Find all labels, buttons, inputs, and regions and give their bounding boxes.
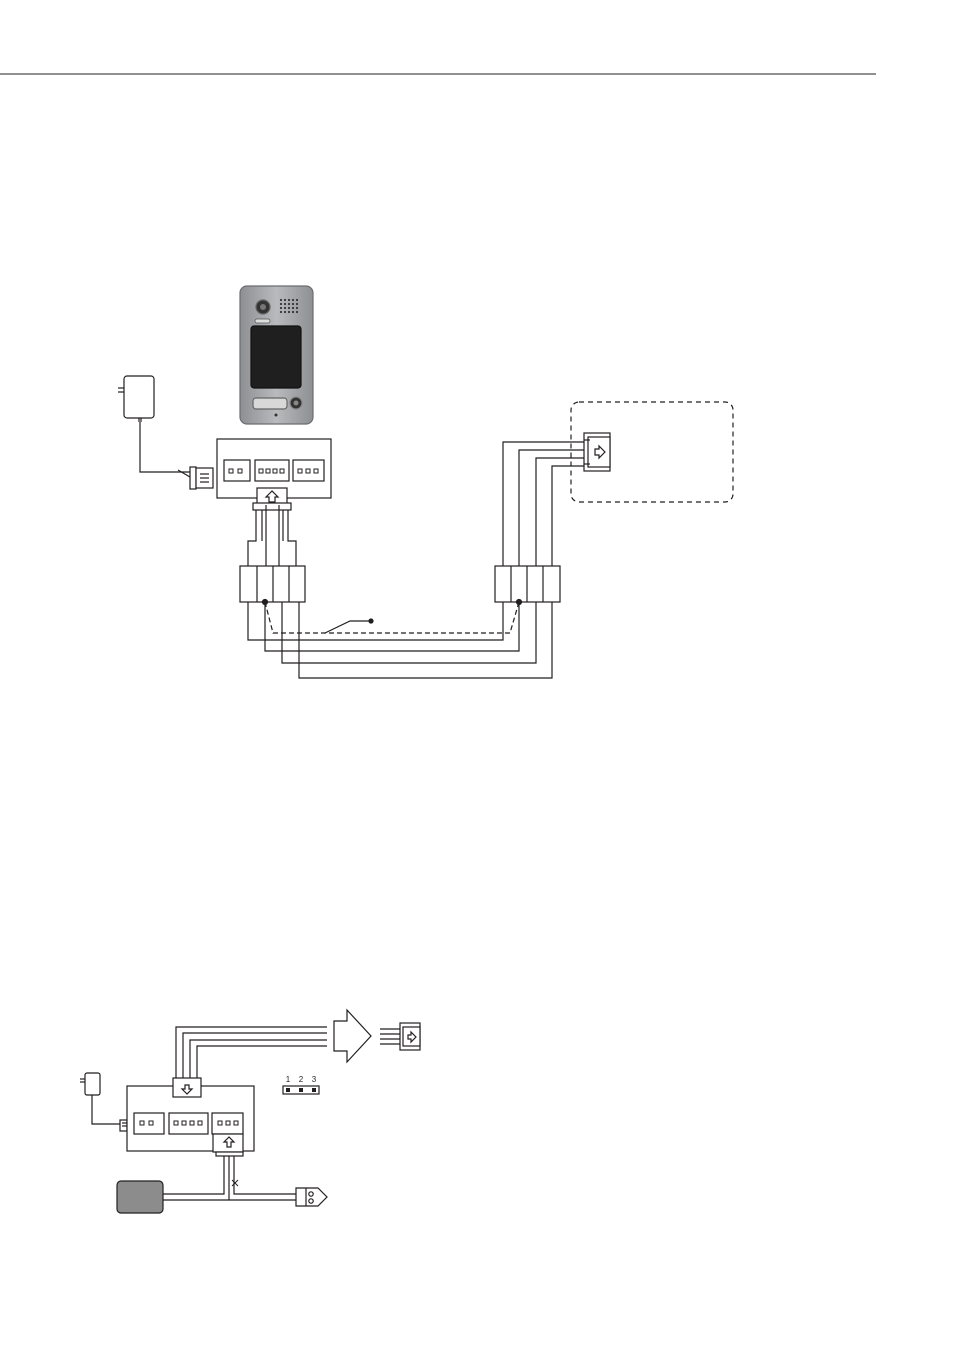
- jumper-header: 1 2 3: [283, 1075, 319, 1094]
- power-plug-connector: [178, 467, 213, 489]
- shield-wire: [265, 602, 519, 633]
- terminal-block-right: [495, 566, 560, 602]
- power-adapter-icon-bottom: [80, 1073, 127, 1131]
- door-station-panel-icon: [240, 286, 313, 424]
- jumper-label-1: 1: [286, 1075, 291, 1084]
- output-cable: [176, 1027, 327, 1078]
- exit-button-icon: [117, 1181, 163, 1213]
- lock-icon: [296, 1188, 327, 1206]
- door-module-bottom: [127, 1078, 254, 1156]
- power-adapter-icon: [118, 376, 190, 472]
- jumper-label-3: 3: [312, 1075, 317, 1084]
- monitor-connector: [584, 433, 610, 471]
- jumper-label-2: 2: [299, 1075, 304, 1084]
- terminal-block-left: [240, 566, 305, 602]
- four-core-cable: [248, 600, 552, 679]
- big-arrow-icon: [334, 1010, 371, 1062]
- monitor-connector-bottom: [400, 1023, 420, 1050]
- shield-callout-leader: [325, 621, 370, 633]
- door-station-module: [217, 439, 331, 510]
- top-diagram: [118, 286, 733, 678]
- bottom-diagram: 1 2 3: [80, 1010, 420, 1213]
